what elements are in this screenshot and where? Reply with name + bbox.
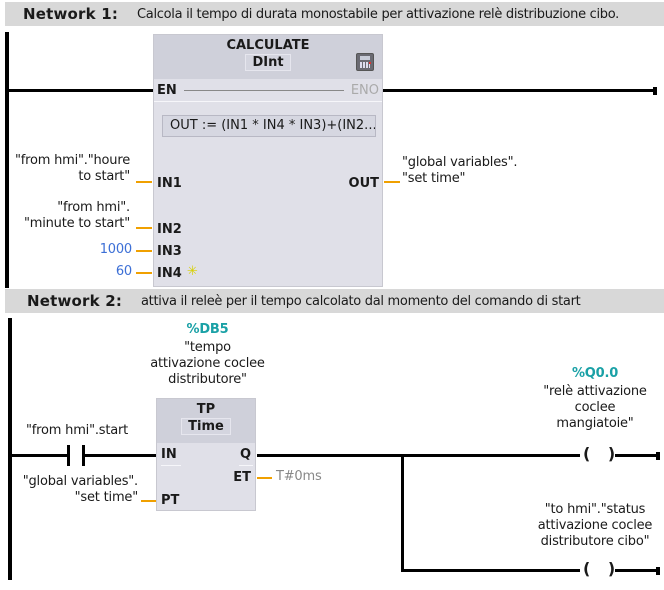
- coil-2-line3: distributore cibo": [540, 534, 650, 549]
- calculator-icon[interactable]: [356, 53, 374, 71]
- tp-timer-block[interactable]: TP Time IN Q ET PT: [156, 398, 256, 511]
- network-1-title: Network 1:: [23, 5, 119, 23]
- coil-2-operand[interactable]: "to hmi"."status attivazione coclee dist…: [530, 502, 660, 550]
- coil-1-line1: "relè attivazione: [543, 384, 647, 399]
- timer-instance-line2: attivazione coclee: [150, 356, 265, 371]
- coil-2-right-wire: [615, 569, 657, 572]
- pin-in2: IN2: [157, 222, 182, 237]
- coil-1-symbol[interactable]: ( ): [580, 444, 625, 463]
- eno-wire: [383, 89, 655, 92]
- network-1-header[interactable]: Network 1: Calcola il tempo di durata mo…: [5, 2, 664, 26]
- pin-in4: IN4: [157, 266, 182, 281]
- calculate-block[interactable]: CALCULATE DInt EN ENO OUT := (IN1 * IN4 …: [153, 34, 383, 287]
- network-2-header[interactable]: Network 2: attiva il releè per il tempo …: [5, 289, 664, 313]
- in2-wire: [136, 227, 152, 229]
- in1-operand[interactable]: "from hmi"."houre to start": [10, 153, 130, 185]
- coil-2-line2: attivazione coclee: [537, 518, 653, 533]
- en-eno-line: [184, 90, 344, 91]
- pin-in1: IN1: [157, 176, 182, 191]
- in3-wire: [136, 250, 152, 252]
- pt-wire: [141, 500, 156, 502]
- pin-en: EN: [157, 83, 177, 98]
- out-operand[interactable]: "global variables". "set time": [402, 155, 552, 187]
- pt-operand-line2: "set time": [74, 490, 139, 505]
- eno-wire-end: [653, 87, 657, 95]
- et-value[interactable]: T#0ms: [276, 469, 322, 484]
- network-1-power-rail: [5, 32, 9, 288]
- contact-right-wire: [85, 454, 157, 457]
- in3-operand[interactable]: 1000: [99, 242, 132, 257]
- network-1-comment[interactable]: Calcola il tempo di durata monostabile p…: [137, 6, 619, 22]
- in2-operand-line2: "minute to start": [23, 216, 130, 231]
- coil-2-wire-end: [656, 567, 660, 575]
- tp-block-type: TP: [196, 402, 216, 417]
- in1-operand-line1: "from hmi"."houre: [14, 153, 130, 168]
- et-wire: [257, 477, 272, 479]
- network-2-comment[interactable]: attiva il releè per il tempo calcolato d…: [141, 293, 581, 309]
- branch-vertical-wire: [401, 454, 404, 572]
- tp-block-header: TP Time: [157, 399, 255, 443]
- in1-operand-line2: to start": [78, 169, 130, 184]
- timer-instance-name[interactable]: "tempo attivazione coclee distributore": [135, 340, 280, 388]
- expression-text: OUT := (IN1 * IN4 * IN3)+(IN2...: [170, 118, 376, 133]
- calculate-datatype[interactable]: DInt: [245, 54, 291, 71]
- pin-pt: PT: [161, 493, 180, 508]
- pin-et: ET: [233, 470, 251, 485]
- network-2-title: Network 2:: [27, 292, 123, 310]
- pin-q: Q: [239, 447, 251, 462]
- coil-1-wire-end: [656, 452, 660, 460]
- contact-left-wire: [11, 454, 68, 457]
- pt-operand-line1: "global variables".: [22, 474, 138, 489]
- coil-1-line2: coclee: [574, 400, 616, 415]
- timer-instance-line1: "tempo: [184, 340, 231, 355]
- coil-1-operand[interactable]: "relè attivazione coclee mangiatoie": [535, 384, 655, 432]
- en-wire: [8, 89, 154, 92]
- no-contact-symbol[interactable]: [67, 445, 85, 466]
- in2-operand[interactable]: "from hmi". "minute to start": [10, 200, 130, 232]
- q-underline: [239, 465, 253, 466]
- in2-operand-line1: "from hmi".: [57, 200, 130, 215]
- branch-bottom-wire: [401, 569, 582, 572]
- calculate-block-header: CALCULATE DInt: [154, 35, 382, 79]
- en-underline: [154, 101, 382, 102]
- network-2-power-rail: [8, 318, 12, 580]
- calculate-block-type: CALCULATE: [226, 38, 310, 53]
- tp-datatype[interactable]: Time: [181, 418, 231, 435]
- q-wire: [257, 454, 582, 457]
- timer-instance-address[interactable]: %DB5: [186, 322, 229, 337]
- in1-wire: [136, 181, 152, 183]
- contact-operand[interactable]: "from hmi".start: [26, 423, 129, 438]
- out-wire: [384, 181, 400, 183]
- coil-2-line1: "to hmi"."status: [544, 502, 646, 517]
- add-input-star-icon[interactable]: ✳: [187, 264, 198, 279]
- pin-eno: ENO: [350, 83, 379, 98]
- in4-operand[interactable]: 60: [115, 264, 132, 279]
- pt-operand[interactable]: "global variables". "set time": [14, 474, 138, 506]
- in4-wire: [136, 272, 152, 274]
- coil-1-line3: mangiatoie": [556, 416, 634, 431]
- pin-in: IN: [161, 447, 177, 462]
- out-operand-line2: "set time": [402, 171, 466, 186]
- pin-out: OUT: [348, 176, 379, 191]
- coil-1-address[interactable]: %Q0.0: [571, 366, 619, 381]
- expression-box[interactable]: OUT := (IN1 * IN4 * IN3)+(IN2...: [162, 115, 376, 137]
- in-underline: [161, 465, 181, 466]
- coil-2-symbol[interactable]: ( ): [580, 559, 625, 578]
- out-operand-line1: "global variables".: [402, 155, 518, 170]
- pin-in3: IN3: [157, 244, 182, 259]
- timer-instance-line3: distributore": [168, 372, 247, 387]
- coil-1-right-wire: [615, 454, 657, 457]
